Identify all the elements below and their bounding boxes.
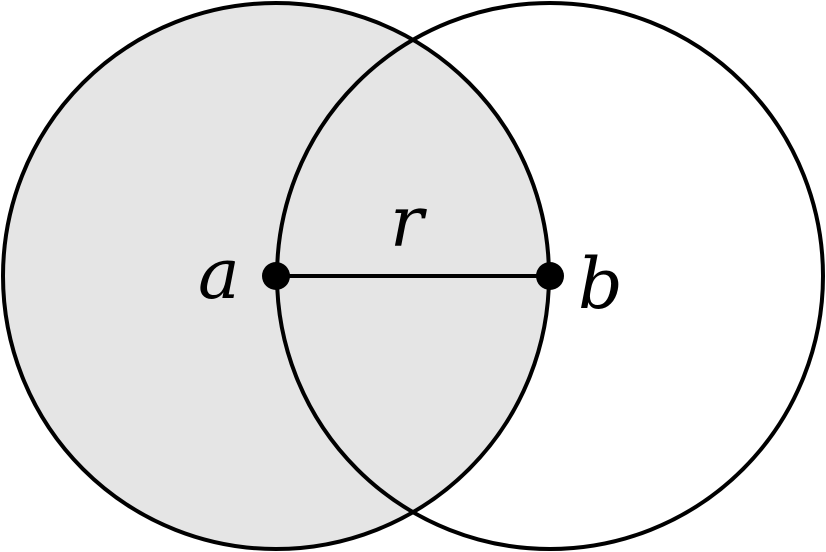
label-a: a [198, 233, 240, 315]
label-b: b [578, 243, 623, 325]
point-a-dot [262, 262, 290, 290]
label-r: r [390, 181, 427, 263]
point-b-dot [536, 262, 564, 290]
